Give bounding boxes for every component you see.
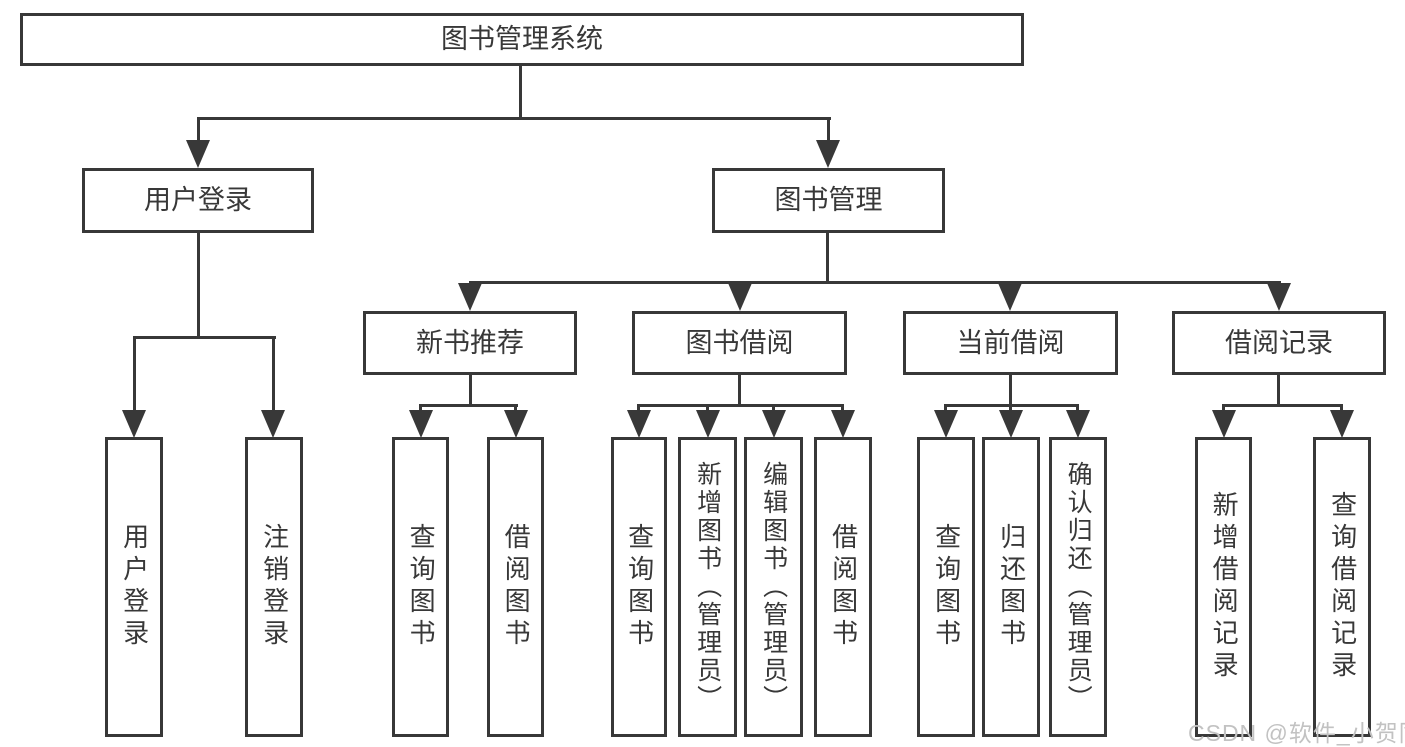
connector-vline <box>738 375 741 406</box>
node-label: 图书管理 <box>774 185 883 215</box>
connector-vline <box>841 404 844 413</box>
node-logout-leaf: 注销登录 <box>245 437 303 737</box>
node-return-books: 归还图书 <box>982 437 1040 737</box>
arrow-down-icon <box>998 283 1022 311</box>
node-label: 归还图书 <box>996 523 1027 651</box>
arrow-down-icon <box>409 410 433 438</box>
connector-vline <box>133 336 136 412</box>
node-label: 用户登录 <box>119 523 150 651</box>
connector-vline <box>827 117 830 143</box>
node-borrowing-records: 借阅记录 <box>1172 311 1386 375</box>
arrow-down-icon <box>504 410 528 438</box>
node-label: 图书借阅 <box>685 327 794 358</box>
node-label: 新增图书（管理员） <box>693 461 722 713</box>
node-label: 查询图书 <box>624 523 655 651</box>
node-label: 确认归还（管理员） <box>1064 461 1093 713</box>
connector-vline <box>1076 404 1079 413</box>
node-add-books-admin: 新增图书（管理员） <box>678 437 737 737</box>
arrow-down-icon <box>261 410 285 438</box>
node-current-borrowing: 当前借阅 <box>903 311 1118 375</box>
connector-hline <box>197 117 831 120</box>
arrow-down-icon <box>1330 410 1354 438</box>
node-query-books-recommend: 查询图书 <box>392 437 449 737</box>
connector-hline <box>469 281 1281 284</box>
arrow-down-icon <box>999 410 1023 438</box>
connector-vline <box>944 404 947 413</box>
connector-vline <box>197 117 200 143</box>
node-label: 查询图书 <box>406 523 437 651</box>
node-label: 新增借阅记录 <box>1209 491 1240 683</box>
connector-vline <box>1340 404 1343 413</box>
node-user-login: 用户登录 <box>82 168 314 233</box>
connector-hline <box>1222 404 1343 407</box>
arrow-down-icon <box>627 410 651 438</box>
arrow-down-icon <box>728 283 752 311</box>
connector-vline <box>1009 375 1012 406</box>
node-new-book-recommendation: 新书推荐 <box>363 311 577 375</box>
node-book-borrowing: 图书借阅 <box>632 311 847 375</box>
arrow-down-icon <box>1066 410 1090 438</box>
arrow-down-icon <box>762 410 786 438</box>
node-label: 借阅图书 <box>501 523 532 651</box>
arrow-down-icon <box>934 410 958 438</box>
arrow-down-icon <box>458 283 482 311</box>
node-label: 图书管理系统 <box>441 24 603 54</box>
connector-vline <box>706 404 709 413</box>
node-label: 当前借阅 <box>956 327 1065 358</box>
node-borrow-books-recommend: 借阅图书 <box>487 437 544 737</box>
node-add-borrow-record: 新增借阅记录 <box>1195 437 1252 737</box>
arrow-down-icon <box>696 410 720 438</box>
node-borrow-books-leaf: 借阅图书 <box>814 437 872 737</box>
node-label: 编辑图书（管理员） <box>759 461 788 713</box>
node-label: 注销登录 <box>259 523 290 651</box>
node-label: 借阅记录 <box>1225 327 1333 358</box>
node-query-borrow-record: 查询借阅记录 <box>1313 437 1371 737</box>
connector-vline <box>519 66 522 120</box>
connector-vline <box>419 404 422 413</box>
connector-vline <box>1277 375 1280 406</box>
connector-vline <box>637 404 640 413</box>
connector-vline <box>514 404 517 413</box>
node-library-management-system: 图书管理系统 <box>20 13 1024 66</box>
connector-vline <box>772 404 775 413</box>
connector-hline <box>133 336 276 339</box>
arrow-down-icon <box>122 410 146 438</box>
node-confirm-return-admin: 确认归还（管理员） <box>1049 437 1107 737</box>
node-user-login-leaf: 用户登录 <box>105 437 163 737</box>
node-label: 新书推荐 <box>416 327 524 358</box>
node-label: 查询图书 <box>931 523 962 651</box>
connector-hline <box>637 404 844 407</box>
connector-vline <box>197 233 200 338</box>
arrow-down-icon <box>1267 283 1291 311</box>
arrow-down-icon <box>831 410 855 438</box>
node-edit-books-admin: 编辑图书（管理员） <box>744 437 803 737</box>
csdn-watermark: CSDN @软件_小贺同学 <box>1188 720 1405 746</box>
connector-vline <box>1222 404 1225 413</box>
node-query-books-current: 查询图书 <box>917 437 975 737</box>
connector-hline <box>419 404 518 407</box>
node-label: 查询借阅记录 <box>1327 491 1358 683</box>
node-book-management: 图书管理 <box>712 168 945 233</box>
arrow-down-icon <box>1212 410 1236 438</box>
node-label: 用户登录 <box>144 185 252 215</box>
node-label: 借阅图书 <box>828 523 859 651</box>
arrow-down-icon <box>186 140 210 168</box>
connector-vline <box>272 336 275 412</box>
connector-vline <box>826 233 829 283</box>
node-query-books-borrowing: 查询图书 <box>611 437 667 737</box>
arrow-down-icon <box>816 140 840 168</box>
connector-vline <box>469 375 472 406</box>
connector-vline <box>1009 404 1012 413</box>
